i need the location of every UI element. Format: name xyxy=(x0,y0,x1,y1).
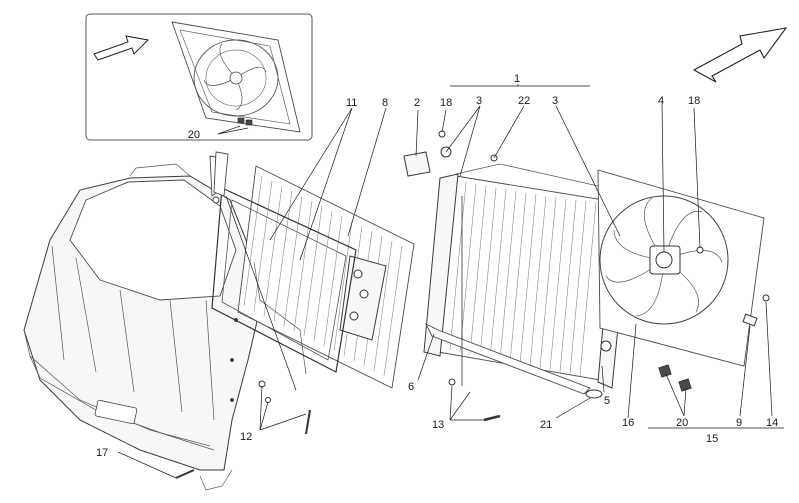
callout-9: 9 xyxy=(736,417,742,429)
callout-6: 6 xyxy=(408,381,414,393)
callout-21: 21 xyxy=(540,419,552,431)
callout-14: 14 xyxy=(766,417,778,429)
callout-18-right: 18 xyxy=(688,95,700,107)
main-direction-arrow-icon xyxy=(692,27,788,83)
callout-labels: 1 2 18 3 22 3 4 18 11 8 6 5 21 16 20 9 1… xyxy=(96,73,778,459)
front-air-duct xyxy=(23,155,263,491)
callout-3-left: 3 xyxy=(476,95,482,107)
callout-18-top: 18 xyxy=(440,97,452,109)
callout-20-main: 20 xyxy=(676,417,688,429)
callout-12: 12 xyxy=(240,431,252,443)
inset-direction-arrow-icon xyxy=(93,35,150,61)
callout-16: 16 xyxy=(622,417,634,429)
callout-8: 8 xyxy=(382,97,388,109)
callout-20-inset: 20 xyxy=(188,129,200,141)
inset-fan-shroud xyxy=(171,21,301,133)
callout-2: 2 xyxy=(414,97,420,109)
callout-11: 11 xyxy=(346,97,357,109)
leader-lines xyxy=(117,84,784,479)
callout-3-right: 3 xyxy=(552,95,558,107)
callout-15: 15 xyxy=(706,433,718,445)
condenser xyxy=(237,165,415,389)
fan-shroud-assembly xyxy=(597,169,765,392)
callout-1: 1 xyxy=(514,73,520,85)
callout-22: 22 xyxy=(518,95,530,107)
callout-5: 5 xyxy=(604,395,610,407)
callout-13: 13 xyxy=(432,419,444,431)
inset-detail-view: 20 xyxy=(85,13,313,141)
callout-4: 4 xyxy=(658,95,664,107)
callout-17: 17 xyxy=(96,447,108,459)
